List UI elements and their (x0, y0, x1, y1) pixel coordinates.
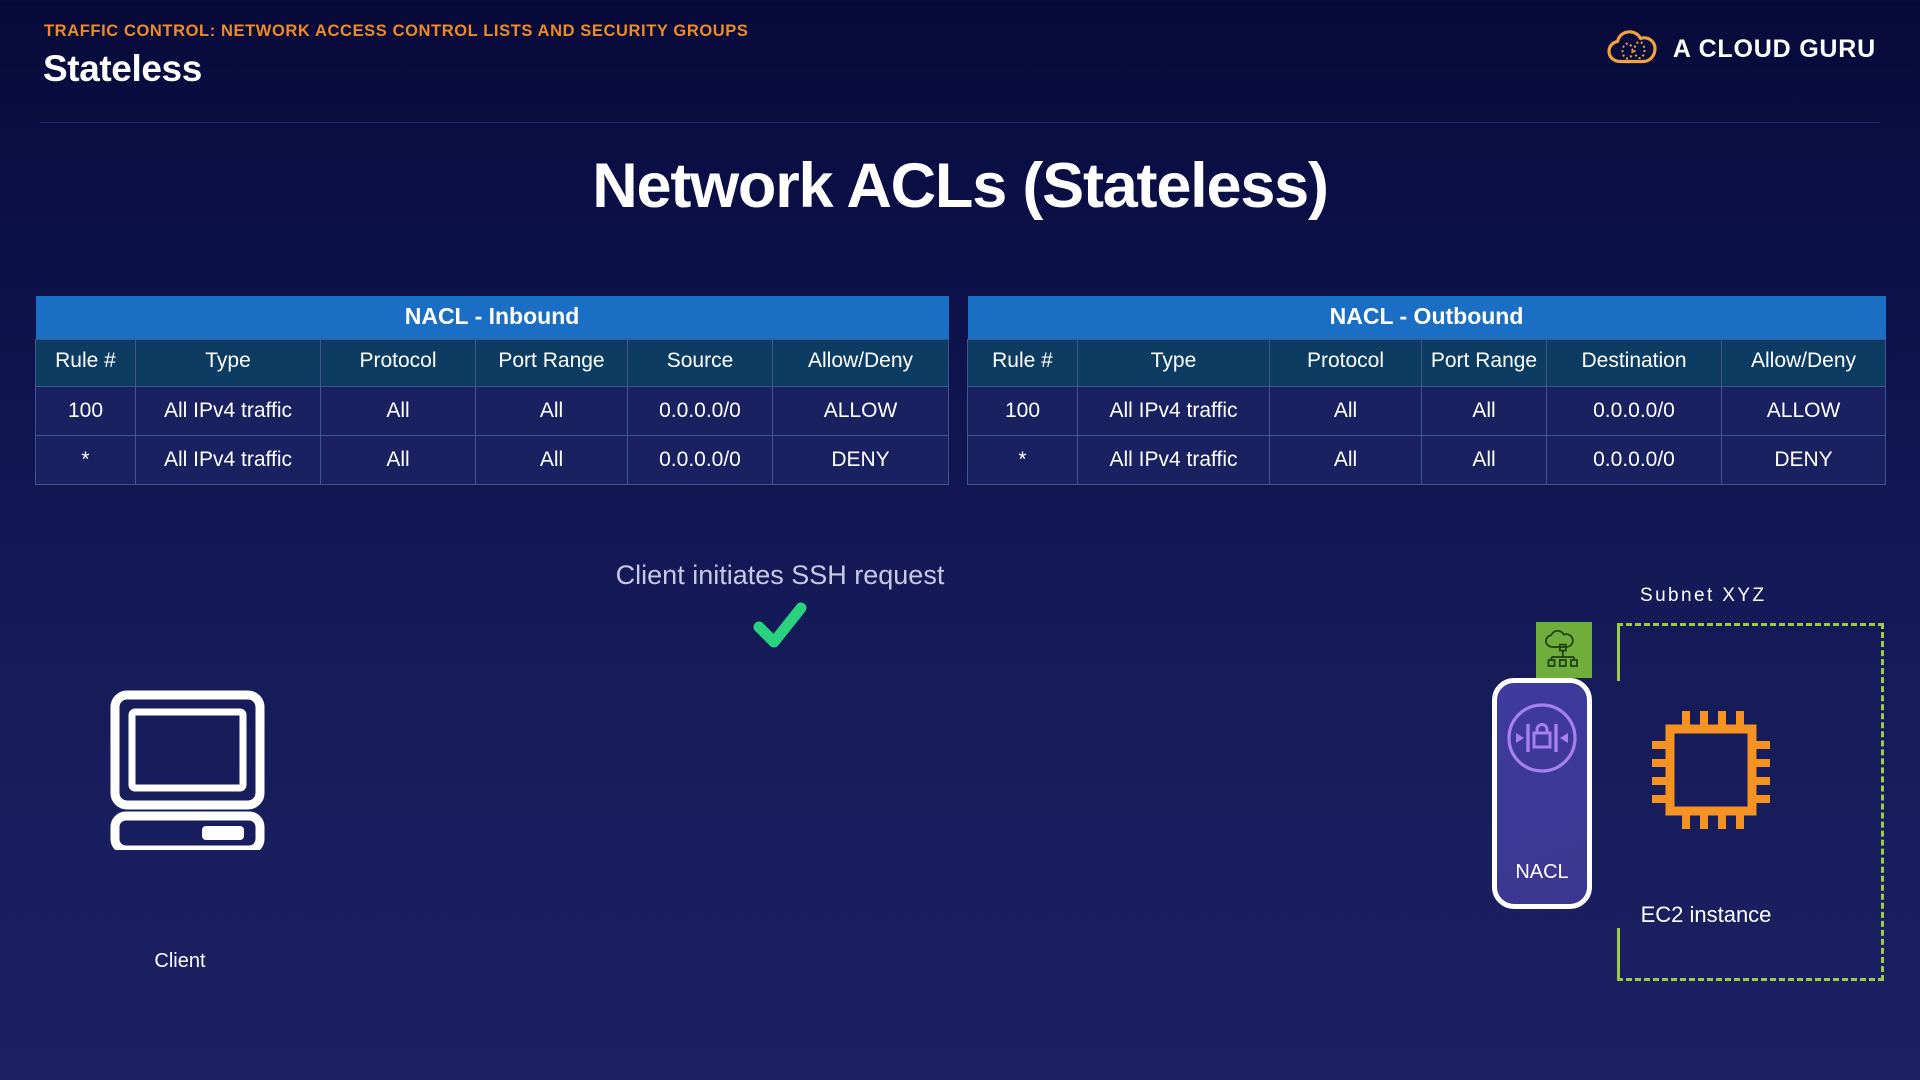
column-header-rule: Rule # (35, 339, 136, 387)
cell-allow-deny: DENY (771, 434, 950, 485)
cell-port-range: All (1421, 385, 1547, 436)
traffic-flow-diagram: Subnet XYZ (0, 560, 1920, 1080)
section-title: Stateless (43, 48, 202, 89)
cpu-chip-icon (1646, 705, 1776, 840)
header-divider (40, 122, 1880, 123)
cell-port-range: All (1421, 434, 1547, 485)
table-row: 100 All IPv4 traffic All All 0.0.0.0/0 A… (35, 385, 950, 436)
column-header-source: Source (627, 339, 773, 387)
table-row: 100 All IPv4 traffic All All 0.0.0.0/0 A… (967, 385, 1887, 436)
brand-logo: A CLOUD GURU (1607, 30, 1876, 69)
column-header-type: Type (135, 339, 321, 387)
check-mark-icon (520, 602, 1040, 655)
table-title: NACL - Inbound (35, 296, 949, 340)
cell-destination: 0.0.0.0/0 (1546, 385, 1722, 436)
nacl-node: NACL (1492, 678, 1592, 909)
column-header-protocol: Protocol (320, 339, 476, 387)
table-header-row: Rule # Type Protocol Port Range Source A… (35, 339, 950, 387)
ec2-label: EC2 instance (1640, 902, 1772, 927)
column-header-rule: Rule # (967, 339, 1078, 387)
cell-protocol: All (320, 434, 476, 485)
table-row: * All IPv4 traffic All All 0.0.0.0/0 DEN… (967, 434, 1887, 485)
table-title: NACL - Outbound (967, 296, 1886, 340)
cell-rule: * (35, 434, 136, 485)
desktop-computer-icon (110, 690, 265, 855)
nacl-inbound-table: NACL - Inbound Rule # Type Protocol Port… (35, 296, 950, 485)
cell-rule: 100 (967, 385, 1078, 436)
cell-destination: 0.0.0.0/0 (1546, 434, 1722, 485)
table-title-row: NACL - Outbound (967, 296, 1886, 340)
cell-allow-deny: ALLOW (771, 385, 950, 436)
cloud-icon (1607, 30, 1659, 69)
cell-type: All IPv4 traffic (135, 434, 321, 485)
column-header-allow-deny: Allow/Deny (771, 339, 950, 387)
column-header-port-range: Port Range (1421, 339, 1547, 387)
cell-type: All IPv4 traffic (135, 385, 321, 436)
subnet-boundary (1617, 623, 1884, 981)
page-title: Network ACLs (Stateless) (592, 151, 1329, 221)
course-breadcrumb: TRAFFIC CONTROL: NETWORK ACCESS CONTROL … (44, 22, 749, 40)
cell-type: All IPv4 traffic (1077, 434, 1270, 485)
cell-allow-deny: ALLOW (1720, 385, 1887, 436)
table-title-row: NACL - Inbound (35, 296, 949, 340)
flow-caption: Client initiates SSH request (615, 560, 945, 590)
cell-allow-deny: DENY (1720, 434, 1887, 485)
nacl-label: NACL (1515, 861, 1569, 883)
subnet-boundary-left-lower (1617, 928, 1620, 981)
subnet-label: Subnet XYZ (1640, 585, 1767, 606)
column-header-destination: Destination (1546, 339, 1722, 387)
nacl-outbound-table: NACL - Outbound Rule # Type Protocol Por… (967, 296, 1887, 485)
cell-rule: 100 (35, 385, 136, 436)
cell-source: 0.0.0.0/0 (627, 434, 773, 485)
vpc-cloud-network-icon (1536, 622, 1592, 678)
cell-protocol: All (1269, 385, 1422, 436)
cell-port-range: All (475, 434, 628, 485)
cell-rule: * (967, 434, 1078, 485)
cell-protocol: All (320, 385, 476, 436)
column-header-protocol: Protocol (1269, 339, 1422, 387)
column-header-allow-deny: Allow/Deny (1720, 339, 1887, 387)
client-label: Client (154, 950, 206, 972)
table-header-row: Rule # Type Protocol Port Range Destinat… (967, 339, 1887, 387)
slide-header: TRAFFIC CONTROL: NETWORK ACCESS CONTROL … (0, 0, 1920, 128)
cell-source: 0.0.0.0/0 (627, 385, 773, 436)
cell-protocol: All (1269, 434, 1422, 485)
column-header-type: Type (1077, 339, 1270, 387)
cell-port-range: All (475, 385, 628, 436)
subnet-boundary-left-upper (1617, 623, 1620, 681)
table-row: * All IPv4 traffic All All 0.0.0.0/0 DEN… (35, 434, 950, 485)
column-header-port-range: Port Range (475, 339, 628, 387)
cell-type: All IPv4 traffic (1077, 385, 1270, 436)
brand-name: A CLOUD GURU (1672, 35, 1876, 63)
network-firewall-lock-icon (1505, 701, 1579, 780)
